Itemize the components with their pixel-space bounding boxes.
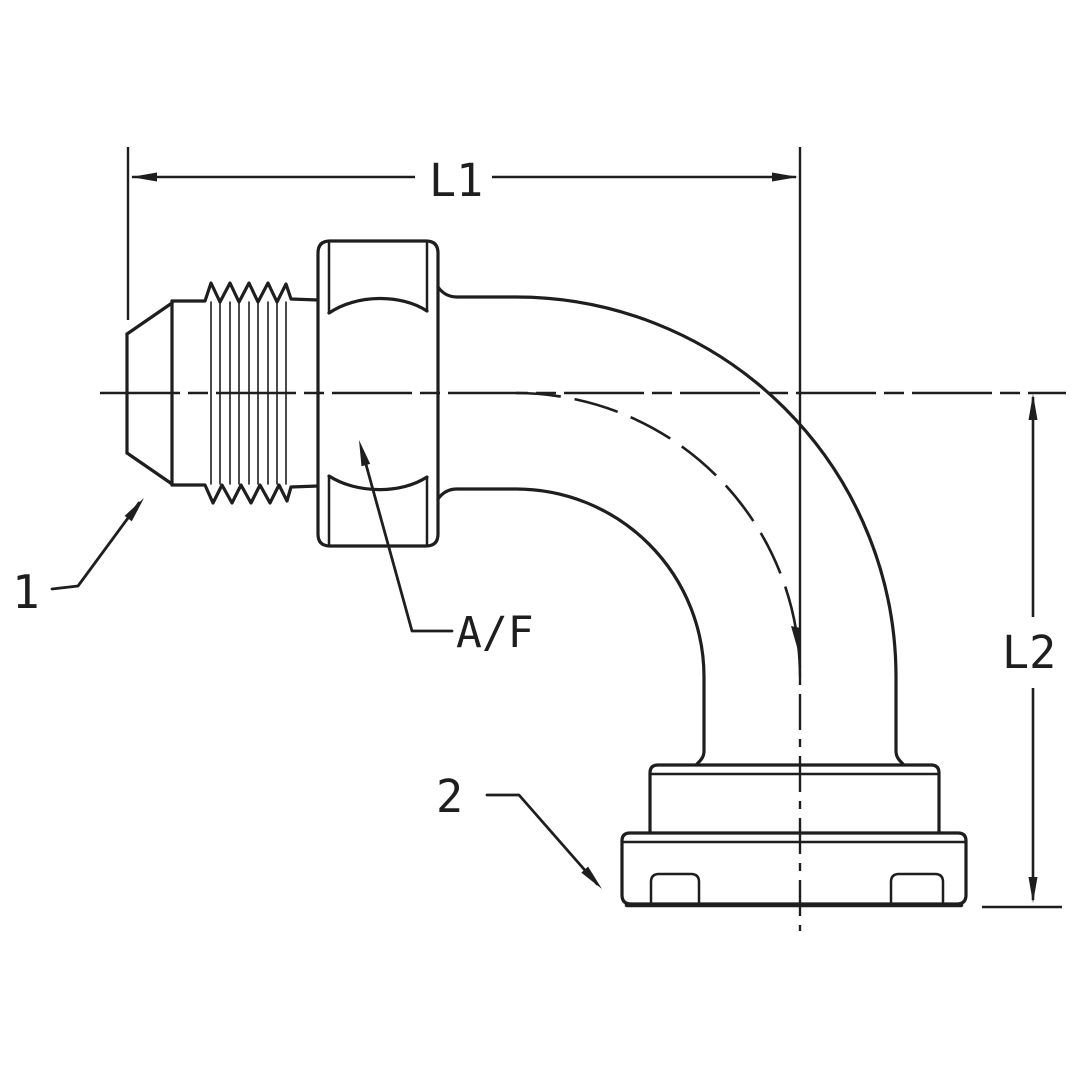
bend-centerline-arc — [515, 391, 802, 678]
centerlines — [100, 147, 1066, 931]
dimension-l1: L1 — [126, 147, 798, 320]
callout-1-label: 1 — [12, 565, 40, 619]
centerline-merge-tick — [791, 626, 801, 654]
callout-1-arrowhead-icon — [124, 498, 144, 522]
callout-2: 2 — [436, 770, 602, 889]
thread-profile-bottom — [170, 483, 320, 505]
af-label: A/F — [456, 608, 534, 658]
af-leader-line — [360, 448, 454, 633]
thread-profile-top — [170, 281, 320, 304]
hex-nut — [316, 239, 440, 548]
callout-af: A/F — [359, 440, 534, 658]
l2-arrowhead-top-icon — [1028, 394, 1038, 420]
elbow-outer-wall — [436, 285, 905, 766]
l2-dimension-label: L2 — [1002, 626, 1056, 679]
callout-2-arrowhead-icon — [581, 866, 602, 889]
l1-dimension-label: L1 — [429, 154, 483, 207]
flange-upper-block — [648, 763, 941, 835]
elbow-inner-wall — [436, 487, 706, 766]
hex-outline — [316, 239, 440, 548]
flange-groove-right — [889, 872, 945, 904]
l1-arrowhead-right-icon — [772, 172, 798, 182]
dimension-l2: L2 — [982, 394, 1062, 909]
flange-groove-left — [649, 872, 701, 904]
callout-1-leader-line — [50, 501, 141, 591]
thread-crest-lines — [210, 301, 287, 485]
elbow-tube — [436, 285, 905, 766]
fitting-outline — [125, 239, 968, 908]
hex-face-arc-bottom — [327, 474, 429, 492]
thread-section — [170, 281, 320, 505]
nose-bottom-chamfer — [125, 451, 174, 486]
jic-male-nose — [125, 299, 174, 487]
callout-2-leader-line — [485, 793, 599, 886]
l2-arrowhead-bottom-icon — [1028, 877, 1038, 903]
l1-arrowhead-left-icon — [131, 172, 157, 182]
af-arrowhead-icon — [359, 440, 371, 467]
callout-1: 1 — [12, 498, 144, 619]
nose-top-chamfer — [125, 301, 174, 336]
callout-2-label: 2 — [436, 770, 463, 823]
hex-face-arc-top — [327, 296, 429, 315]
flange-end — [620, 763, 968, 908]
flange-lower-block — [620, 831, 968, 906]
